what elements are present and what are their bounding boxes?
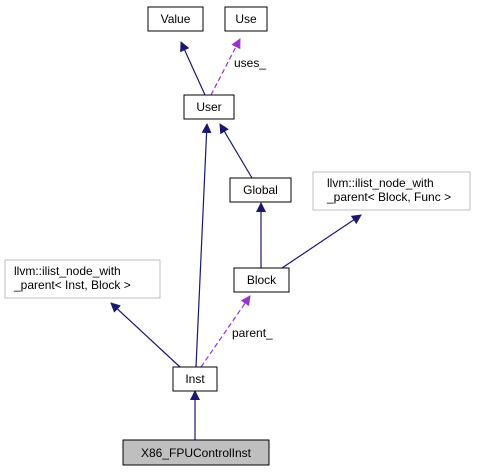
node-block[interactable]: Block xyxy=(233,267,290,293)
node-ilist-inst-block-line2: _parent< Inst, Block > xyxy=(13,278,131,292)
edge-label-parent: parent_ xyxy=(232,326,273,340)
node-ilist-inst-block[interactable]: llvm::ilist_node_with _parent< Inst, Blo… xyxy=(4,259,161,299)
node-global[interactable]: Global xyxy=(229,177,292,203)
node-block-label: Block xyxy=(247,273,277,287)
node-global-label: Global xyxy=(243,183,278,197)
edge-inst-to-block xyxy=(200,295,251,368)
node-x86-fpucontrolinst-label: X86_FPUControlInst xyxy=(141,446,252,460)
edge-inst-to-ilist-inst-block xyxy=(110,302,181,368)
node-inst[interactable]: Inst xyxy=(172,366,218,392)
node-value-label: Value xyxy=(161,12,191,26)
node-ilist-block-func-line1: llvm::ilist_node_with xyxy=(327,176,434,190)
edge-user-to-value xyxy=(180,41,206,96)
node-value[interactable]: Value xyxy=(147,6,204,32)
node-ilist-inst-block-line1: llvm::ilist_node_with xyxy=(14,264,121,278)
edge-user-to-use xyxy=(210,38,241,96)
node-inst-label: Inst xyxy=(185,372,205,386)
edge-block-to-ilist-block-func xyxy=(281,214,362,269)
node-user[interactable]: User xyxy=(183,94,235,120)
node-ilist-block-func-line2: _parent< Block, Func > xyxy=(326,190,451,204)
node-use-label: Use xyxy=(235,12,257,26)
node-ilist-block-func[interactable]: llvm::ilist_node_with _parent< Block, Fu… xyxy=(312,171,471,211)
node-user-label: User xyxy=(196,100,221,114)
edge-global-to-user xyxy=(219,123,253,179)
node-x86-fpucontrolinst[interactable]: X86_FPUControlInst xyxy=(122,439,270,466)
edge-inst-to-user xyxy=(195,123,212,368)
node-use[interactable]: Use xyxy=(224,6,268,32)
edge-label-uses: uses_ xyxy=(234,56,266,70)
